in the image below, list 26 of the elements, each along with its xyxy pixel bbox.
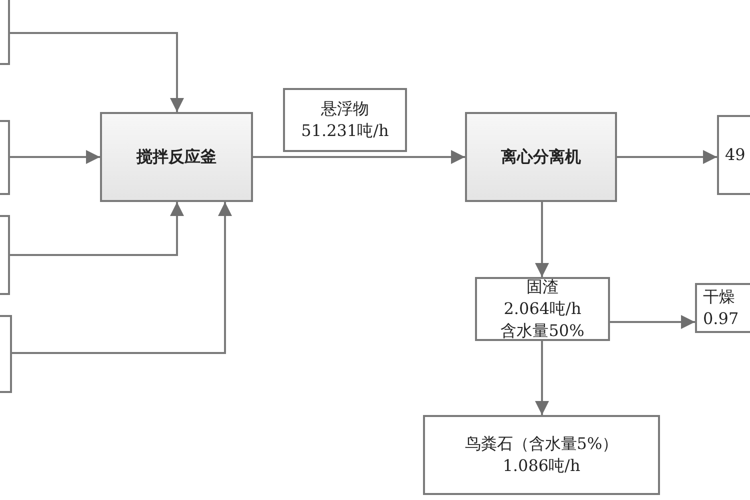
arrow — [10, 32, 184, 112]
product-box — [423, 415, 660, 495]
arrow — [610, 315, 695, 329]
arrow — [535, 341, 549, 415]
centrifuge-box — [465, 112, 617, 202]
box-text: 离心分离机 — [501, 146, 581, 168]
box-text: 49 — [725, 144, 746, 166]
arrow — [535, 202, 549, 277]
arrow — [253, 150, 465, 164]
box-text: 0.97 — [703, 308, 739, 330]
arrow — [12, 202, 232, 354]
arrow — [10, 150, 100, 164]
stream-label-box — [283, 88, 407, 152]
box-text: 固渣 — [526, 279, 558, 298]
box-text: 干燥 — [703, 286, 735, 308]
arrow — [10, 202, 184, 256]
arrow — [617, 150, 717, 164]
reactor-box — [100, 112, 253, 202]
box-text: 鸟粪石（含水量5%） — [464, 433, 618, 455]
box-text: 含水量50% — [500, 320, 584, 339]
box-text: 悬浮物 — [321, 98, 369, 120]
box-text: 1.086吨/h — [502, 455, 580, 477]
residue-box — [475, 277, 610, 341]
box-text: 搅拌反应釜 — [136, 146, 216, 168]
box-text: 51.231吨/h — [301, 120, 389, 142]
box-text: 2.064吨/h — [504, 298, 582, 320]
